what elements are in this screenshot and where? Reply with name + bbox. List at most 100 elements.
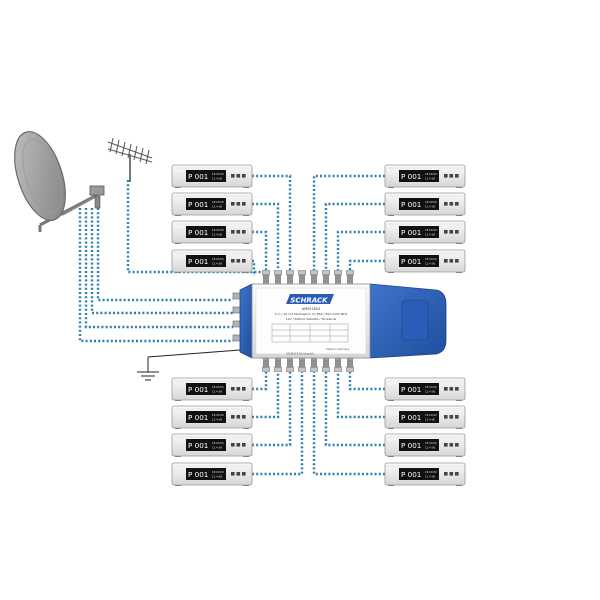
channel-label: P 001 (401, 441, 421, 450)
input-connector (310, 270, 318, 284)
receiver-button (449, 443, 454, 447)
receiver-button (236, 202, 241, 206)
receiver-display (399, 198, 439, 210)
info-label-2: 12.4 dB (425, 446, 435, 450)
receiver-button (236, 259, 241, 263)
coax-cable (252, 174, 292, 276)
receiver-button (449, 202, 454, 206)
channel-label: P 001 (401, 228, 421, 237)
lnb-cable-2 (90, 208, 233, 315)
receiver-button (242, 202, 246, 206)
receiver-button (444, 387, 448, 391)
receiver-button (444, 415, 448, 419)
output-connector (322, 358, 330, 372)
channel-label: P 001 (188, 470, 208, 479)
input-connector (322, 270, 330, 284)
receiver-display (399, 439, 439, 451)
receiver-display (186, 468, 226, 480)
info-label-2: 12.4 dB (425, 418, 435, 422)
channel-label: P 001 (401, 470, 421, 479)
info-label-1: 18:00:00 (212, 257, 224, 261)
receiver-button (455, 202, 459, 206)
receiver-button (444, 443, 448, 447)
receiver-button (455, 387, 459, 391)
made-in-label: Made in Germany (326, 347, 349, 351)
info-label-2: 12.4 dB (212, 390, 222, 394)
channel-label: P 001 (188, 172, 208, 181)
coax-cable (252, 368, 292, 447)
info-label-2: 12.4 dB (425, 475, 435, 479)
info-label-1: 18:00:00 (212, 441, 224, 445)
receiver-button (236, 443, 241, 447)
coax-cable (324, 368, 385, 447)
receiver-display (399, 226, 439, 238)
ground-wire (147, 349, 241, 358)
receiver-button (231, 415, 235, 419)
coax-cable (348, 259, 385, 276)
receiver-button (231, 443, 235, 447)
info-label-1: 18:00:00 (425, 200, 437, 204)
info-label-1: 18:00:00 (425, 385, 437, 389)
input-connector (334, 270, 342, 284)
channel-label: P 001 (188, 441, 208, 450)
info-label-2: 12.4 dB (212, 233, 222, 237)
info-label-1: 18:00:00 (212, 172, 224, 176)
input-connector (298, 270, 306, 284)
spec-line-1: 5 in / 16 out Multiswitch 47-862 / 950-2… (275, 312, 348, 316)
output-connector (334, 358, 342, 372)
coax-cable (252, 368, 280, 419)
receiver-button (242, 387, 246, 391)
receiver-button (449, 174, 454, 178)
receiver-button (231, 259, 235, 263)
output-connector (346, 358, 354, 372)
coax-cable (252, 230, 268, 276)
receiver-button (236, 415, 241, 419)
info-label-1: 18:00:00 (425, 470, 437, 474)
receiver-display (186, 255, 226, 267)
info-label-2: 12.4 dB (425, 205, 435, 209)
output-connector (298, 358, 306, 372)
receiver-button (444, 230, 448, 234)
terrestrial-antenna-icon (107, 137, 153, 182)
receiver-button (455, 230, 459, 234)
output-connector (274, 358, 282, 372)
info-label-1: 18:00:00 (212, 413, 224, 417)
receiver-button (444, 202, 448, 206)
channel-label: P 001 (401, 257, 421, 266)
receiver-display (186, 439, 226, 451)
info-label-2: 12.4 dB (212, 205, 222, 209)
info-label-1: 18:00:00 (212, 385, 224, 389)
receiver-display (186, 383, 226, 395)
receiver-button (444, 472, 448, 476)
info-label-2: 12.4 dB (425, 233, 435, 237)
coax-cable (312, 368, 385, 476)
output-connector (286, 358, 294, 372)
info-label-2: 12.4 dB (212, 262, 222, 266)
receiver-button (449, 415, 454, 419)
channel-label: P 001 (401, 172, 421, 181)
info-label-1: 18:00:00 (425, 257, 437, 261)
output-connector (262, 358, 270, 372)
input-connector (346, 270, 354, 284)
coax-cable (336, 368, 385, 419)
coax-cable (336, 230, 385, 276)
receiver-button (242, 174, 246, 178)
brand-logo: SCHRACK (290, 297, 328, 305)
info-label-2: 12.4 dB (212, 177, 222, 181)
info-label-2: 12.4 dB (425, 262, 435, 266)
info-label-2: 12.4 dB (212, 418, 222, 422)
receiver-button (455, 472, 459, 476)
info-label-2: 12.4 dB (425, 390, 435, 394)
receiver-button (236, 174, 241, 178)
info-label-2: 12.4 dB (425, 177, 435, 181)
channel-label: P 001 (188, 228, 208, 237)
